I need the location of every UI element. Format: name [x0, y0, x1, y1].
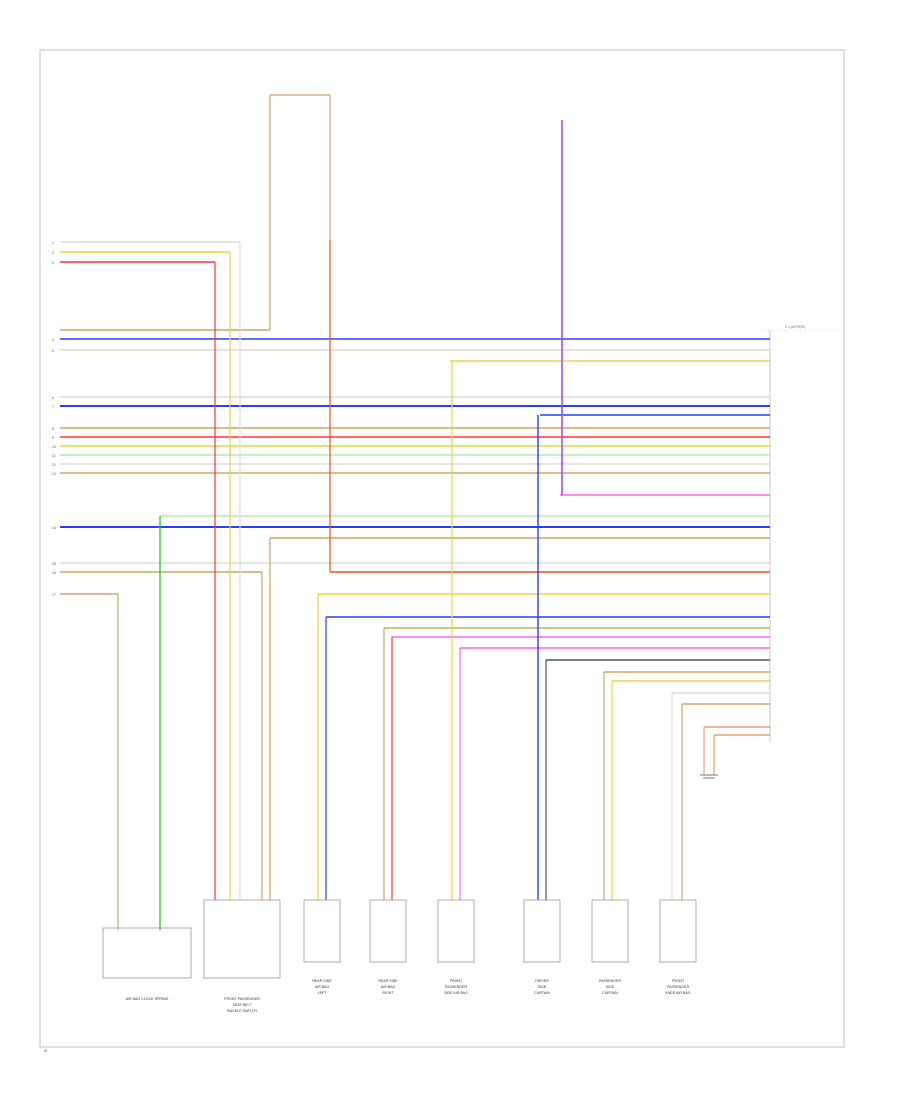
svg-text:3: 3 [52, 261, 54, 265]
svg-text:AIR BAG: AIR BAG [381, 985, 396, 989]
caption-airbag-clockspring: AIR BAG CLOCK SPRING [126, 997, 169, 1001]
svg-text:8: 8 [52, 427, 54, 431]
caption-driver-side-curtain: DRIVER [535, 979, 549, 983]
caption-rear-side-right: REAR SIDE [378, 979, 398, 983]
svg-text:2: 2 [52, 251, 54, 255]
svg-text:7: 7 [52, 405, 54, 409]
component-boxes [102, 899, 697, 979]
svg-text:5: 5 [52, 349, 54, 353]
footer-code: W [44, 1049, 48, 1053]
svg-text:SIDE: SIDE [606, 985, 615, 989]
svg-text:PASSENGER: PASSENGER [445, 985, 468, 989]
svg-text:13: 13 [52, 472, 56, 476]
svg-text:12: 12 [52, 463, 56, 467]
caption-passenger-curtain: PASSENGER [599, 979, 622, 983]
svg-text:KNEE AIR BAG: KNEE AIR BAG [665, 991, 690, 995]
vertical-wires [117, 94, 715, 930]
svg-text:4: 4 [52, 338, 54, 342]
harness-wires [60, 241, 770, 736]
component-captions: AIR BAG CLOCK SPRING FRONT PASSENGER SEA… [126, 979, 691, 1013]
svg-text:15: 15 [52, 562, 56, 566]
svg-text:AIR BAG: AIR BAG [315, 985, 330, 989]
svg-text:CURTAIN: CURTAIN [602, 991, 618, 995]
airbag-control-module-connector: C 1 (40 PINS) [760, 325, 840, 742]
caption-front-passenger-knee: FRONT [672, 979, 685, 983]
svg-text:BUCKLE SWITCH: BUCKLE SWITCH [227, 1009, 257, 1013]
svg-text:11: 11 [52, 454, 56, 458]
svg-text:17: 17 [52, 593, 56, 597]
ground-symbol-icon [700, 774, 718, 779]
diagram-frame [39, 49, 845, 1048]
svg-text:14: 14 [52, 526, 56, 530]
svg-text:SIDE AIR BAG: SIDE AIR BAG [444, 991, 468, 995]
svg-text:CURTAIN: CURTAIN [534, 991, 550, 995]
svg-text:SIDE: SIDE [538, 985, 547, 989]
left-pin-numbers: 1 2 3 4 5 6 7 8 9 10 11 12 13 14 15 16 1… [52, 241, 56, 597]
svg-text:6: 6 [52, 396, 54, 400]
svg-text:LEFT: LEFT [318, 991, 328, 995]
svg-text:RIGHT: RIGHT [382, 991, 394, 995]
svg-text:16: 16 [52, 571, 56, 575]
svg-text:9: 9 [52, 436, 54, 440]
svg-text:PASSENGER: PASSENGER [667, 985, 690, 989]
svg-text:10: 10 [52, 445, 56, 449]
svg-text:SEAT BELT: SEAT BELT [233, 1003, 253, 1007]
connector-label: C 1 (40 PINS) [785, 325, 805, 329]
caption-front-passenger-side: FRONT [450, 979, 463, 983]
caption-front-passenger-seat-belt: FRONT PASSENGER [224, 997, 260, 1001]
svg-text:1: 1 [52, 241, 54, 245]
caption-rear-side-left: REAR SIDE [312, 979, 332, 983]
